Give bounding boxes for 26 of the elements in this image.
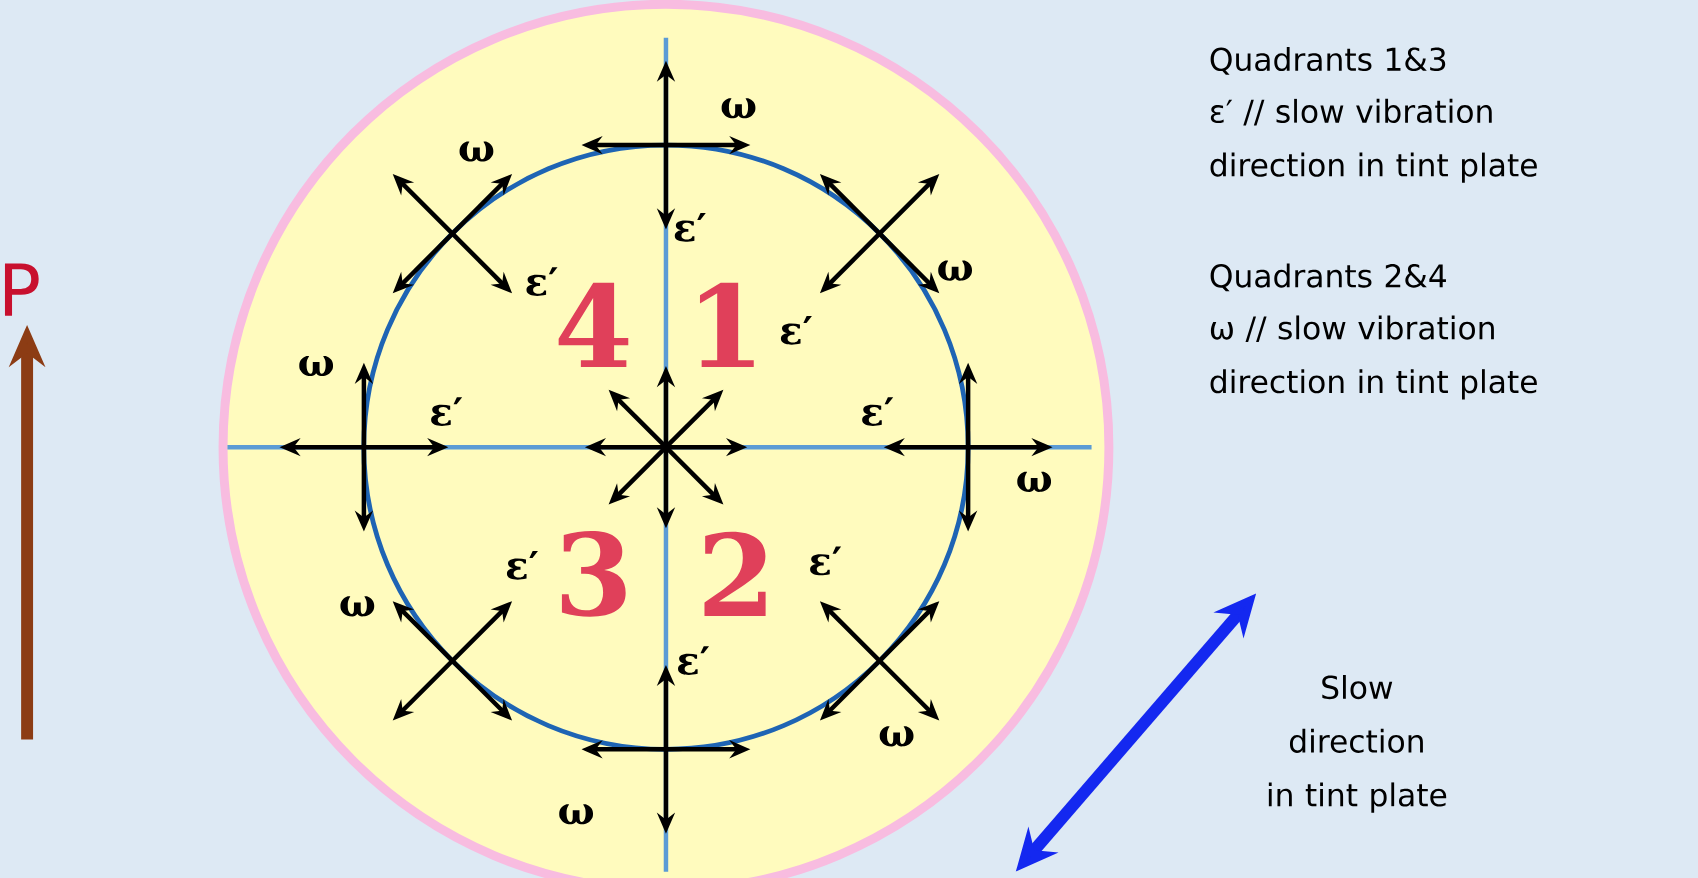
note-text: Slow direction in tint plate [1268, 674, 1447, 813]
heading-text: Quadrants 1&3 [1210, 46, 1446, 75]
axis-label: ω [459, 141, 494, 162]
note-text: ω // slow vibration direction in tint plate [1210, 315, 1537, 400]
axis-label: ε′ [674, 212, 706, 242]
axis-label: ω [299, 355, 334, 376]
quadrant-number: 2 [704, 531, 766, 616]
heading-text: Quadrants 2&4 [1210, 263, 1446, 292]
axis-label: ε′ [780, 315, 812, 345]
axis-label: ε′ [810, 546, 842, 576]
axis-label: ω [938, 260, 972, 281]
axis-label: ω [559, 804, 593, 825]
axis-label: ω [1017, 471, 1052, 492]
axis-label: ε′ [506, 550, 538, 580]
axis-label: ω [340, 596, 375, 617]
quadrant-number: 4 [558, 282, 629, 367]
axis-label: ε′ [431, 397, 463, 426]
title-letter: P [4, 263, 39, 316]
axis-label: ω [721, 98, 756, 119]
axis-label: ε′ [862, 397, 894, 426]
quadrant-number: 1 [699, 282, 754, 367]
axis-label: ε′ [678, 646, 710, 675]
note-text: ε′ // slow vibration direction in tint plate [1210, 98, 1537, 183]
quadrant-number: 3 [561, 530, 626, 617]
axis-label: ω [879, 726, 914, 747]
axis-label: ε′ [526, 267, 558, 296]
